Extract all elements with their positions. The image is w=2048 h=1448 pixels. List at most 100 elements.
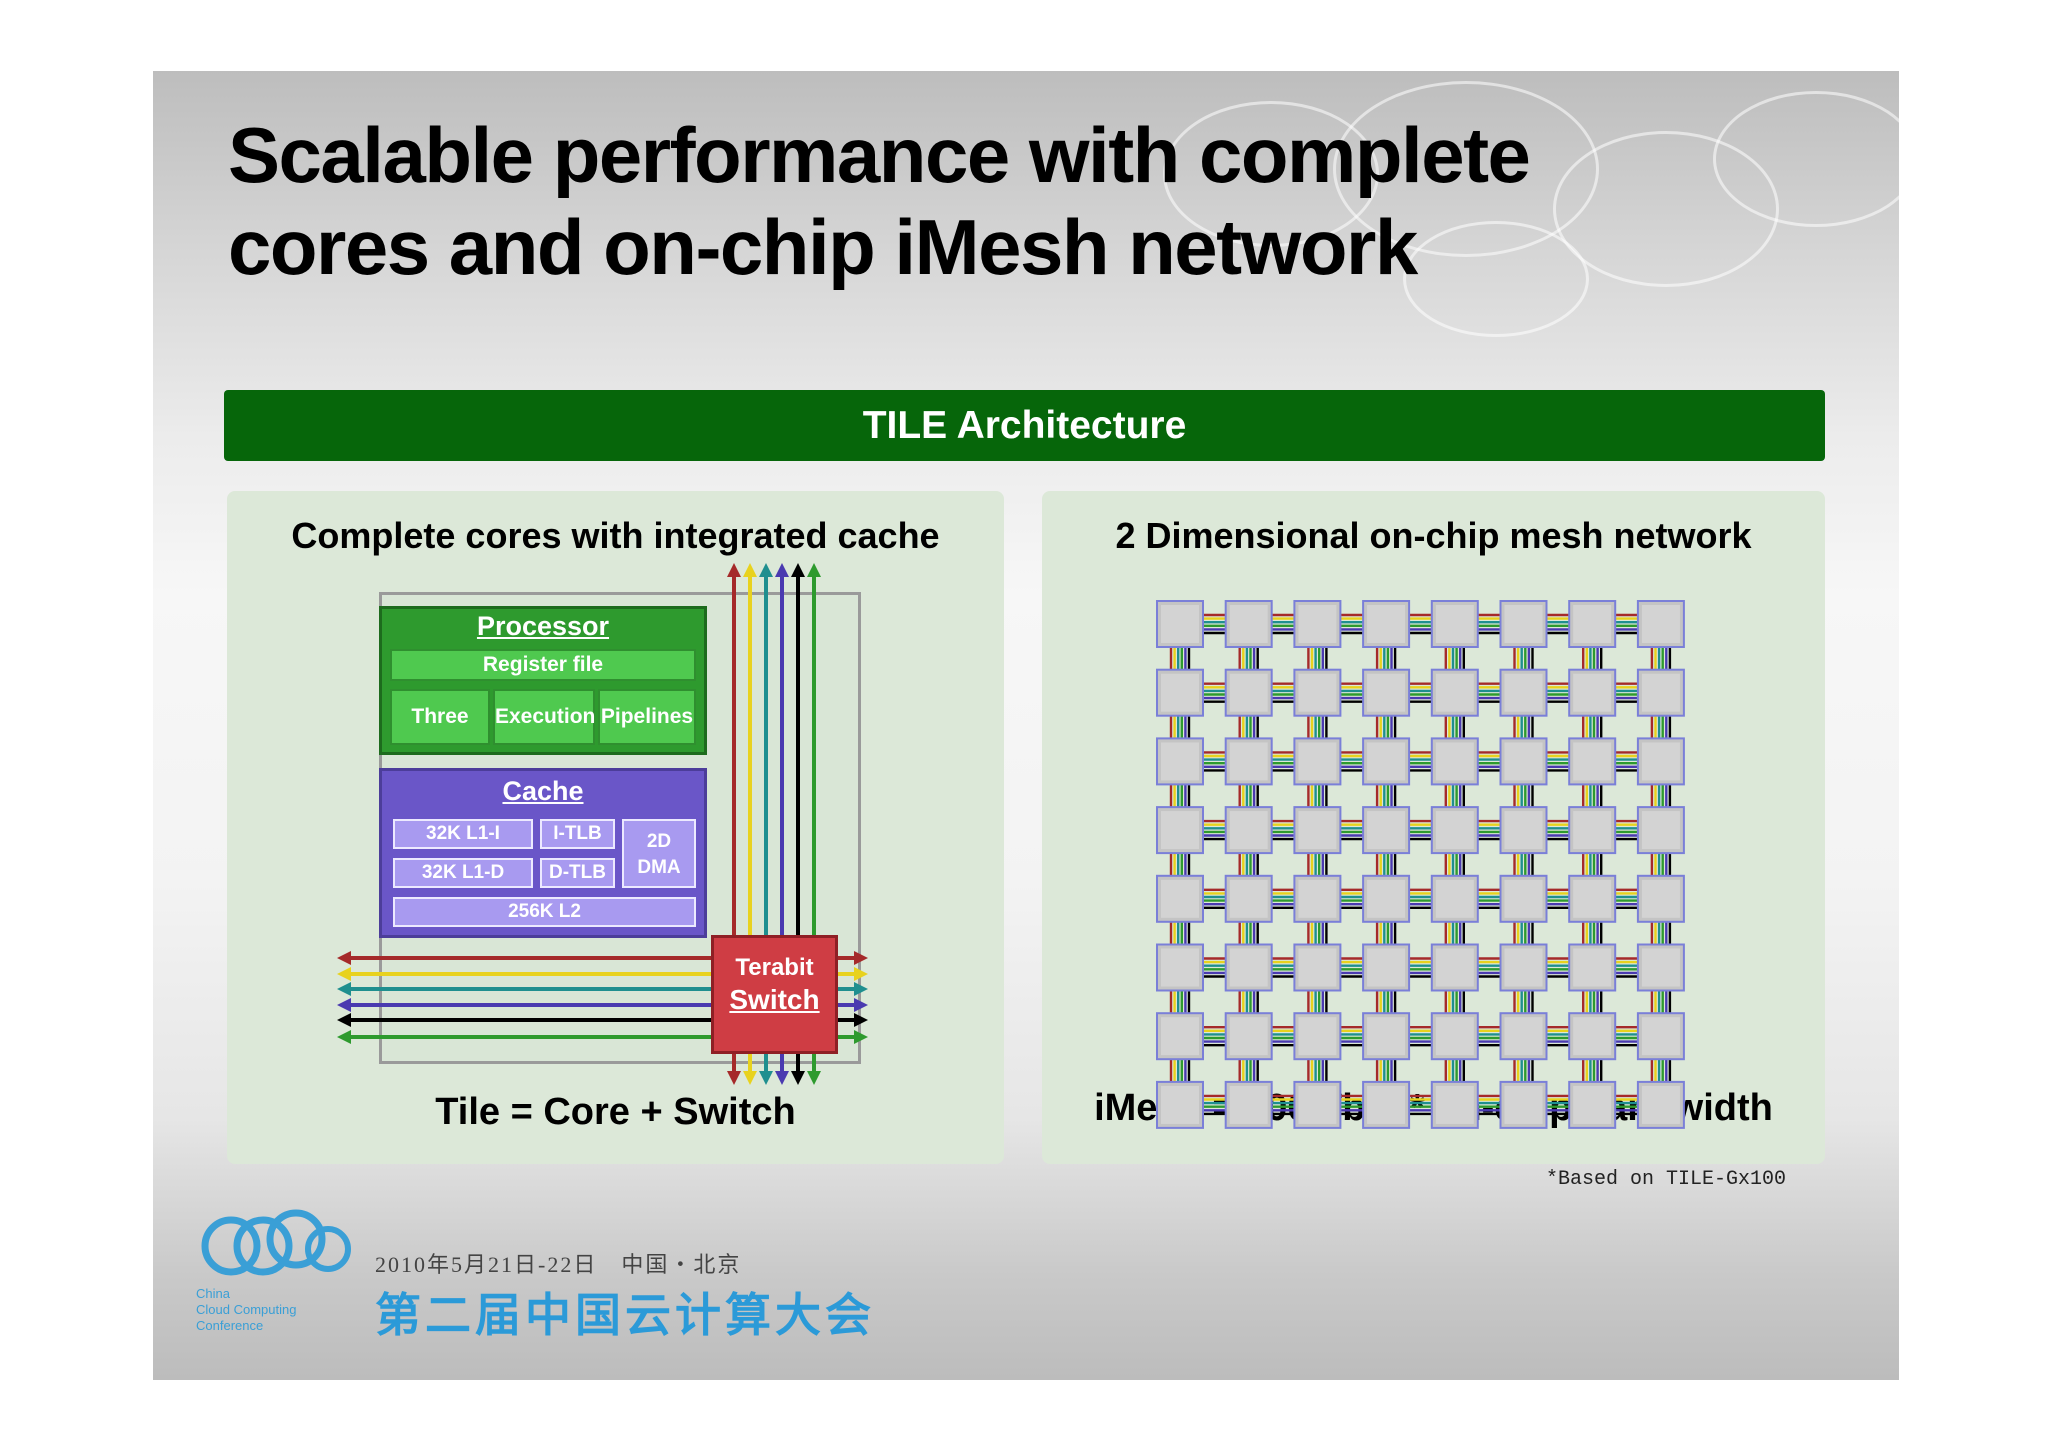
mesh-tile-face [1161,1017,1199,1056]
mesh-tile-face [1504,879,1543,918]
arrow-right-icon [854,1030,868,1044]
arrow-right-icon [854,1013,868,1027]
cloud-decoration [1713,91,1899,227]
mesh-tile-face [1573,811,1612,850]
arrow-left-icon [337,998,351,1012]
mesh-tile-face [1367,1085,1406,1124]
mesh-tile-face [1641,811,1680,850]
conference-name: 第二届中国云计算大会 [375,1290,875,1341]
mesh-tile-face [1367,605,1406,643]
mesh-network-diagram [1156,600,1685,1129]
mesh-tile-face [1641,605,1680,643]
pipeline-box: Execution [493,689,595,745]
dma-engine: 2D DMA [622,819,696,888]
mesh-tile-face [1435,948,1474,987]
cloud-decoration [1403,221,1589,337]
arrow-up-icon [791,563,805,577]
mesh-tile-face [1641,742,1680,781]
mesh-tile-face [1229,879,1268,918]
arrow-left-icon [337,967,351,981]
mesh-tile-face [1229,605,1268,643]
arrow-up-icon [759,563,773,577]
mesh-tile-face [1435,879,1474,918]
ccc-logo-icon [201,1209,351,1276]
mesh-tile-face [1504,742,1543,781]
mesh-tile-face [1641,1017,1680,1056]
mesh-tile-face [1298,879,1337,918]
mesh-tile-face [1161,879,1199,918]
arrow-left-icon [337,982,351,996]
mesh-tile-face [1367,1017,1406,1056]
arrow-down-icon [775,1071,789,1085]
mesh-tile-face [1367,742,1406,781]
l2-cache: 256K L2 [393,897,696,927]
mesh-tile-face [1229,1017,1268,1056]
arrow-left-icon [337,951,351,965]
mesh-tile-face [1504,673,1543,712]
logo-line: China [196,1286,230,1301]
mesh-tile-face [1435,811,1474,850]
mesh-tile-face [1298,673,1337,712]
mesh-panel-heading: 2 Dimensional on-chip mesh network [1115,515,1752,556]
mesh-tile-face [1504,811,1543,850]
arrow-right-icon [854,998,868,1012]
switch-label-line-2: Switch [729,984,820,1015]
arrow-up-icon [807,563,821,577]
title-line-1: Scalable performance with complete [228,111,1531,199]
mesh-tile-face [1229,673,1268,712]
arrow-left-icon [337,1013,351,1027]
cache-title: Cache [502,776,584,806]
data-tlb: D-TLB [540,858,615,888]
processor-title: Processor [476,611,610,641]
arrow-up-icon [775,563,789,577]
logo-line: Cloud Computing [196,1302,297,1317]
register-file: Register file [390,649,696,681]
title-line-2: cores and on-chip iMesh network [228,203,1418,291]
mesh-tile-face [1641,948,1680,987]
slide: Scalable performance with complete cores… [153,71,1899,1380]
conference-date: 2010年5月21日-22日 中国・北京 [375,1252,742,1277]
mesh-tile-face [1504,948,1543,987]
mesh-tile-face [1161,673,1199,712]
mesh-tile-face [1161,742,1199,781]
tile-panel-heading: Complete cores with integrated cache [291,515,940,556]
arrow-up-icon [727,563,741,577]
section-banner: TILE Architecture [224,390,1825,461]
mesh-tile-face [1641,673,1680,712]
l1-data-cache: 32K L1-D [393,858,533,888]
mesh-tile-face [1229,948,1268,987]
mesh-tile-face [1504,1017,1543,1056]
mesh-tile-face [1367,948,1406,987]
mesh-tile-face [1298,1017,1337,1056]
mesh-tile-face [1367,879,1406,918]
mesh-tile-face [1573,1085,1612,1124]
mesh-tile-face [1367,811,1406,850]
mesh-tile-face [1161,811,1199,850]
terabit-switch: Terabit Switch [711,935,838,1054]
mesh-tile-face [1367,673,1406,712]
mesh-tile-face [1229,811,1268,850]
arrow-down-icon [759,1071,773,1085]
mesh-tile-face [1504,1085,1543,1124]
slide-title: Scalable performance with complete cores… [228,109,1788,293]
l1-instruction-cache: 32K L1-I [393,819,533,849]
arrow-down-icon [807,1071,821,1085]
mesh-tile-face [1298,742,1337,781]
mesh-tile-face [1573,742,1612,781]
arrow-down-icon [743,1071,757,1085]
mesh-tile-face [1573,1017,1612,1056]
mesh-tile-face [1435,673,1474,712]
mesh-tile-face [1435,1085,1474,1124]
mesh-tile-face [1435,605,1474,643]
mesh-tile-face [1573,605,1612,643]
arrow-up-icon [743,563,757,577]
processor-block: Processor Register file Three Execution … [379,606,707,755]
mesh-tile-face [1161,605,1199,643]
mesh-tile-face [1298,948,1337,987]
arrow-down-icon [791,1071,805,1085]
mesh-tile-face [1298,811,1337,850]
logo-text: China Cloud Computing Conference [196,1286,296,1334]
mesh-tile-face [1229,742,1268,781]
mesh-tile-face [1573,879,1612,918]
arrow-right-icon [854,982,868,996]
